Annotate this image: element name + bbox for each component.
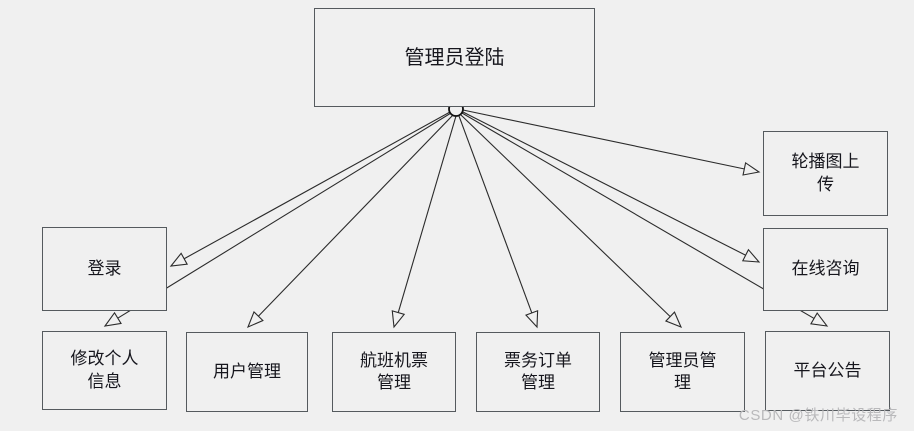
node-yonghu-guanli[interactable]: 用户管理 (186, 332, 308, 412)
node-lunbotu-shangchuan[interactable]: 轮播图上 传 (763, 131, 888, 216)
node-pingtai-gonggao[interactable]: 平台公告 (765, 331, 890, 411)
edge-hub-to-denglu (169, 111, 451, 267)
node-denglu[interactable]: 登录 (42, 227, 167, 311)
edge-hub-to-yonghu-guanli (246, 114, 454, 329)
edge-layer (103, 109, 829, 329)
edge-hub-to-zaixian-zixun (462, 111, 761, 263)
edge-hub-to-hangban-jipiao (391, 115, 457, 329)
node-hangban-jipiao[interactable]: 航班机票 管理 (332, 332, 456, 412)
node-piaowu-dingdan[interactable]: 票务订单 管理 (476, 332, 600, 412)
node-xiugai-geren-xinxi[interactable]: 修改个人 信息 (42, 331, 167, 410)
node-root-admin-login[interactable]: 管理员登陆 (314, 8, 595, 107)
edge-hub-to-piaowu-dingdan (458, 115, 539, 329)
edge-hub-to-lunbotu-shangchuan (462, 109, 761, 176)
node-guanliyuan-guanli[interactable]: 管理员管 理 (620, 332, 745, 412)
edge-hub-to-guanliyuan-guanli (460, 114, 683, 328)
edge-hub-to-xiugai-geren-xinxi (103, 112, 452, 327)
node-zaixian-zixun[interactable]: 在线咨询 (763, 228, 888, 311)
edge-hub-to-pingtai-gonggao (461, 112, 829, 327)
